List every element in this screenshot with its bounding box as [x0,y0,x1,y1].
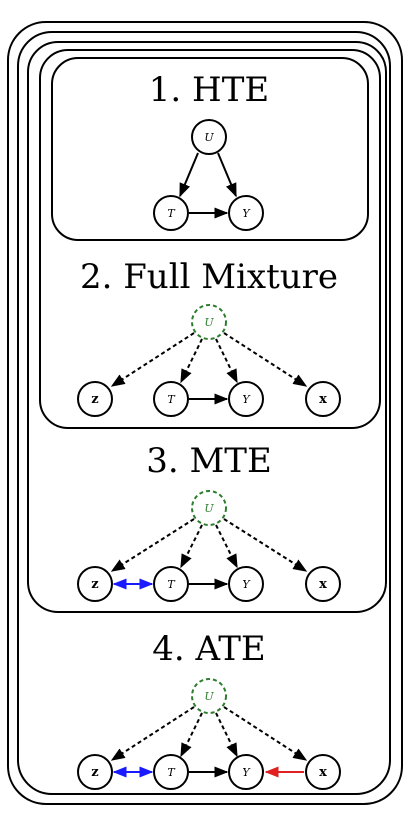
node-y-label: Y [242,578,251,591]
panel-title-full-mixture: 2. Full Mixture [80,257,338,297]
edge-u-to-x [223,332,308,387]
graph-mte: U z T Y x [77,490,341,602]
node-y-label: Y [242,207,251,220]
node-t [153,566,189,602]
node-u-latent [191,490,227,526]
edge-u-to-y [215,338,238,384]
node-z [77,566,113,602]
panel-title-mte: 3. MTE [146,441,272,481]
edge-u-to-z [110,332,195,387]
node-u-label: U [204,131,214,144]
node-y [228,566,264,602]
edge-u-to-t [180,338,203,384]
node-y [228,381,264,417]
edge-u-to-x [223,706,308,761]
edge-u-to-y [215,712,238,758]
node-u-label: U [204,502,214,515]
node-y-label: Y [242,393,251,406]
edge-u-to-x [223,518,308,572]
node-x-label: x [319,577,327,592]
node-y [228,754,264,790]
node-t [153,381,189,417]
frame-hte [51,57,369,241]
node-y-label: Y [242,766,251,779]
node-z [77,381,113,417]
node-y [228,195,264,231]
graph-ate: U z T Y x [77,678,341,790]
node-u-label: U [204,690,214,703]
frame-ate [17,31,391,795]
edge-u-to-z [110,706,195,761]
node-x [305,566,341,602]
node-t [153,195,189,231]
node-z-label: z [91,577,98,592]
node-u-latent [191,304,227,340]
node-z-label: z [91,392,98,407]
node-t [153,754,189,790]
node-x-label: x [319,765,327,780]
node-x [305,754,341,790]
node-z-label: z [91,765,98,780]
node-x-label: x [319,392,327,407]
node-u [191,119,227,155]
node-x [305,381,341,417]
node-u-latent [191,678,227,714]
edge-u-to-y [217,152,237,198]
outer-frame [7,21,403,805]
edge-u-to-z [110,518,195,572]
node-t-label: T [167,393,176,406]
graph-hte: U T Y [153,119,264,231]
node-t-label: T [167,766,176,779]
edge-u-to-y [215,524,238,569]
node-u-label: U [204,316,214,329]
panel-title-hte: 1. HTE [149,70,269,110]
edge-u-to-t [180,524,203,569]
frame-full-mixture [39,49,381,429]
node-z [77,754,113,790]
edge-u-to-t [179,152,199,198]
panel-title-ate: 4. ATE [152,629,265,669]
frame-mte [27,41,387,613]
graph-full-mixture: U z T Y x [77,304,341,417]
node-t-label: T [167,207,176,220]
node-t-label: T [167,578,176,591]
edge-u-to-t [180,712,203,758]
